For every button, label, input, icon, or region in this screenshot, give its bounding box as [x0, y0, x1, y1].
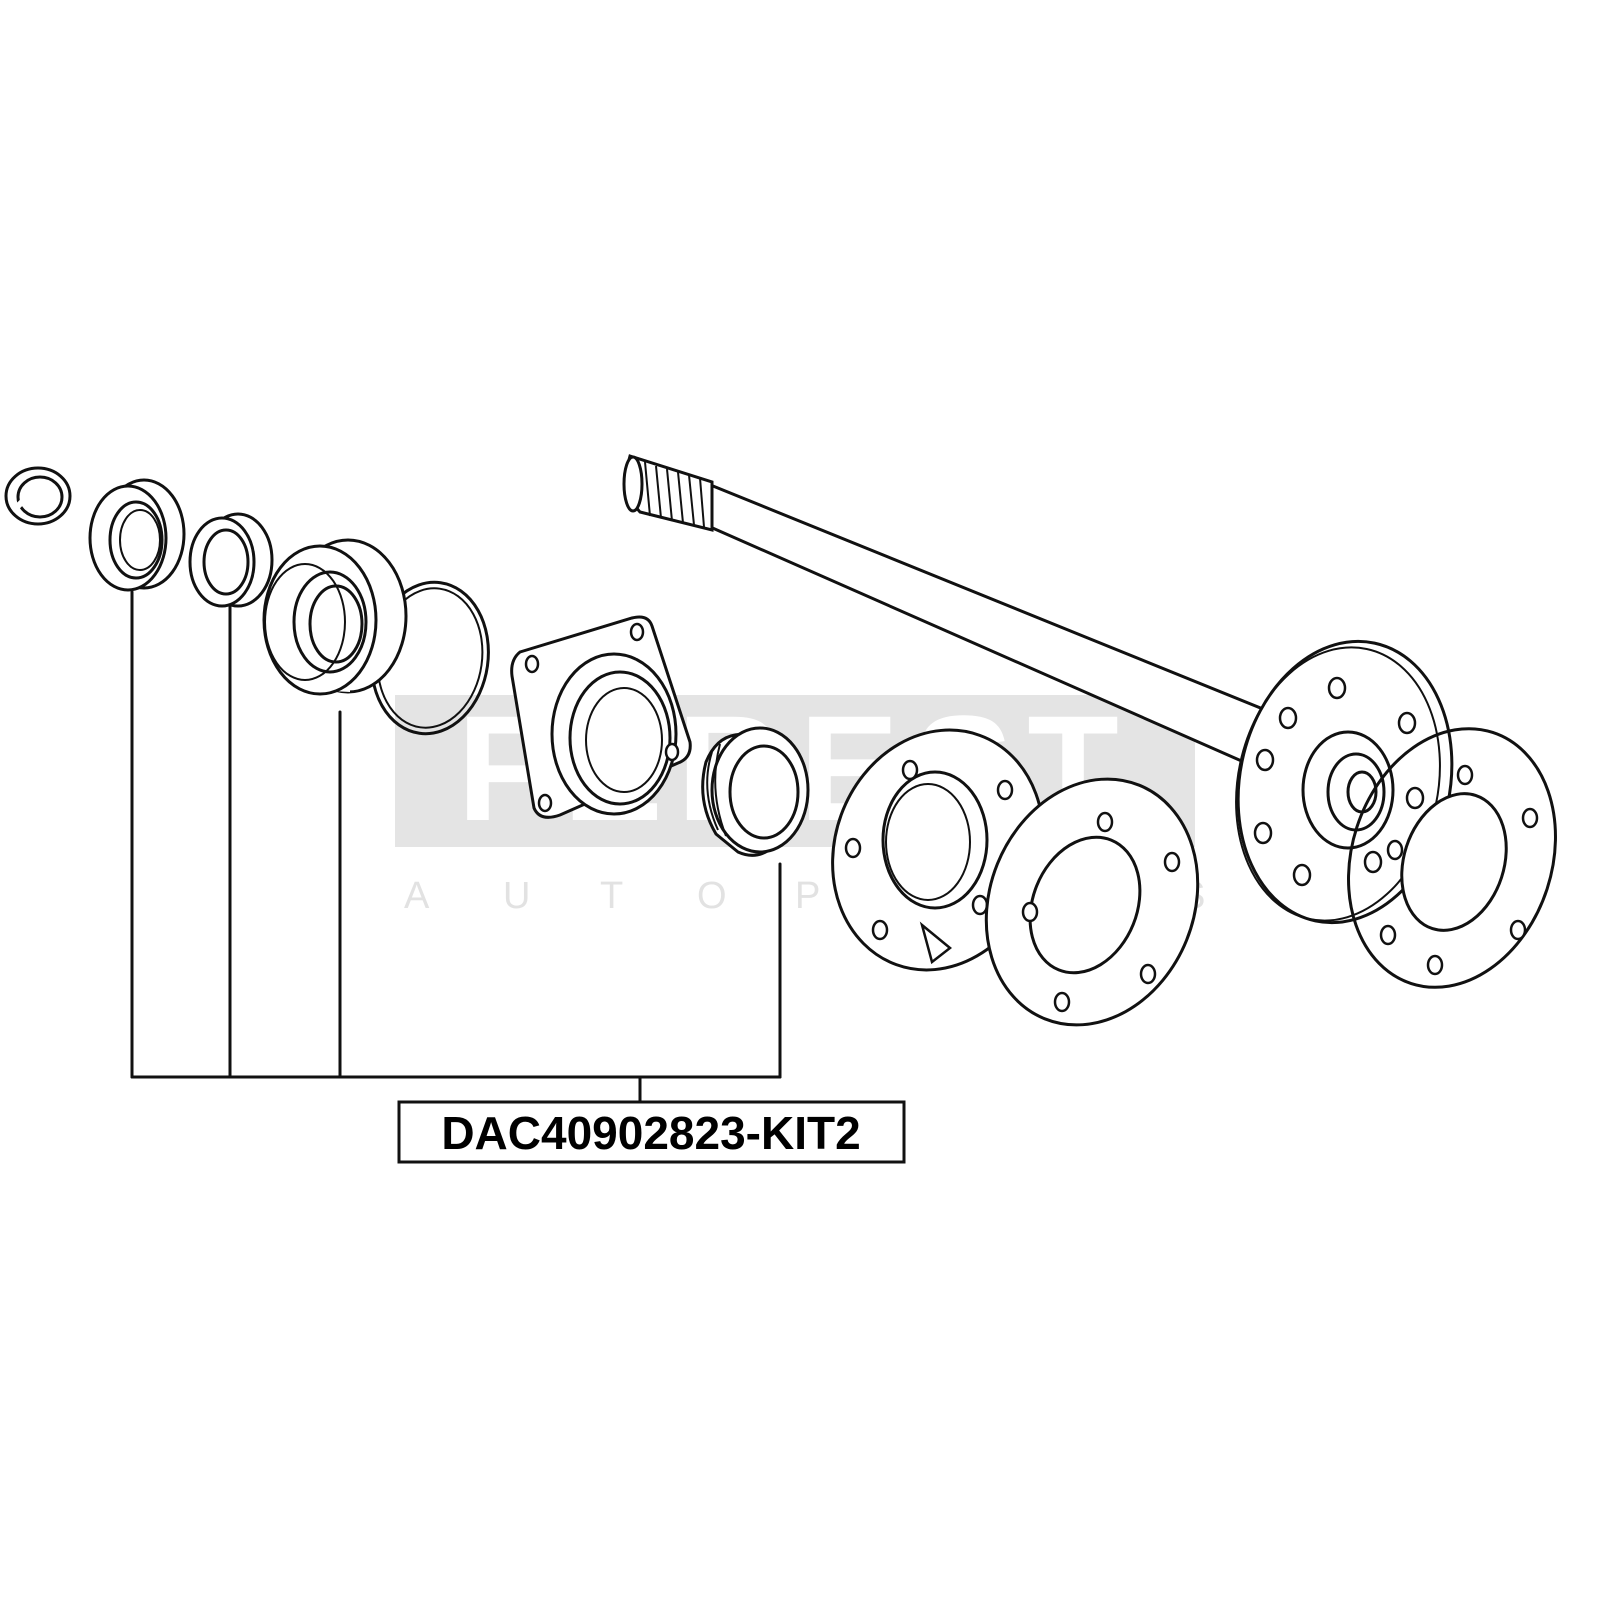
lock-nut-chamfer — [119, 509, 161, 571]
part-number-box — [397, 1100, 906, 1164]
hub-bolt-holes — [1253, 676, 1425, 887]
bearing-housing — [510, 615, 692, 819]
lock-nut-bore — [108, 500, 164, 580]
watermark-letter: O — [697, 875, 727, 917]
backing-plate-seat — [881, 770, 989, 910]
gasket-right-holes — [1379, 764, 1539, 976]
oil-seal-bore — [728, 744, 800, 840]
gasket-middle — [984, 777, 1200, 1027]
gasket-right — [1347, 727, 1557, 989]
lock-nut — [88, 478, 186, 592]
gasket-right-inner — [1400, 792, 1508, 932]
gasket-middle-inner — [1028, 835, 1142, 975]
spline-teeth — [644, 461, 705, 528]
gasket-middle-holes — [1021, 811, 1181, 1013]
wheel-bearing — [262, 538, 408, 696]
gasket-right-outer — [1347, 727, 1557, 989]
spacer-ring-bore — [202, 528, 250, 596]
oil-seal — [701, 726, 810, 857]
bearing-housing-ring — [568, 670, 672, 806]
bearing-housing-holes — [524, 622, 680, 813]
spacer-ring — [188, 512, 274, 608]
bearing-housing-bore — [585, 687, 663, 793]
backing-plate-tab — [919, 921, 953, 965]
axle-shaft — [622, 454, 1292, 772]
part-number-label: DAC40902823-KIT2 — [441, 1107, 860, 1159]
shaft-end — [622, 455, 644, 513]
backing-plate-seat-inner — [885, 783, 971, 901]
watermark-letter: A — [404, 875, 430, 917]
callout-lines — [130, 590, 782, 1104]
snap-ring-inner — [16, 475, 64, 519]
oil-seal-ribs — [706, 743, 727, 837]
watermark-letter: U — [503, 875, 530, 917]
snap-ring — [4, 466, 72, 526]
backing-plate-holes — [844, 759, 1014, 941]
part-number-callout: DAC40902823-KIT2 — [397, 1100, 906, 1164]
snap-ring-gap — [11, 499, 25, 513]
wheel-bearing-bore — [308, 584, 364, 664]
watermark-letter: P — [795, 875, 820, 917]
watermark-letter: T — [600, 875, 623, 917]
wheel-bearing-ring — [264, 563, 346, 681]
